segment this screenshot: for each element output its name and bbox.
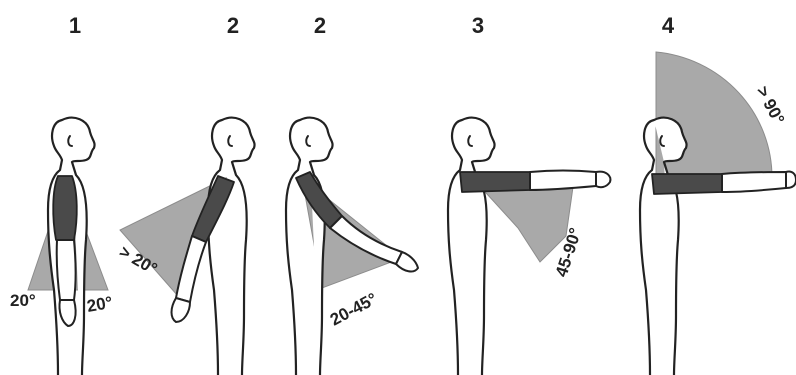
panel-2b: 2 20-45° bbox=[286, 13, 418, 375]
panel-2a-number: 2 bbox=[227, 13, 239, 38]
panel-2a-hand bbox=[172, 298, 191, 322]
panel-4-forearm bbox=[722, 172, 786, 192]
panel-4-number: 4 bbox=[662, 13, 675, 38]
panel-1-forearm bbox=[57, 240, 76, 300]
panel-1-label-back: 20° bbox=[10, 291, 36, 310]
panel-3: 3 45-90° bbox=[448, 13, 610, 375]
panel-4: 4 > 90° bbox=[640, 13, 796, 375]
panel-1-label-front: 20° bbox=[85, 293, 114, 316]
panel-4-body bbox=[640, 118, 687, 375]
panel-1-number: 1 bbox=[69, 13, 81, 38]
panel-3-number: 3 bbox=[472, 13, 484, 38]
panel-3-hand bbox=[596, 172, 610, 188]
panel-4-hand bbox=[786, 171, 796, 188]
panel-4-upper-arm bbox=[652, 174, 722, 194]
panel-1: 1 20° 20° bbox=[10, 13, 114, 375]
panel-3-forearm bbox=[530, 171, 596, 191]
panel-3-body bbox=[448, 118, 495, 375]
panel-1-hand bbox=[59, 300, 75, 326]
panel-2b-label: 20-45° bbox=[327, 289, 380, 329]
panel-2a: 2 > 20° bbox=[116, 13, 255, 375]
panel-3-upper-arm bbox=[460, 172, 530, 192]
panel-2a-body bbox=[208, 118, 255, 375]
panel-1-upper-arm bbox=[53, 176, 77, 240]
panel-2b-number: 2 bbox=[314, 13, 326, 38]
